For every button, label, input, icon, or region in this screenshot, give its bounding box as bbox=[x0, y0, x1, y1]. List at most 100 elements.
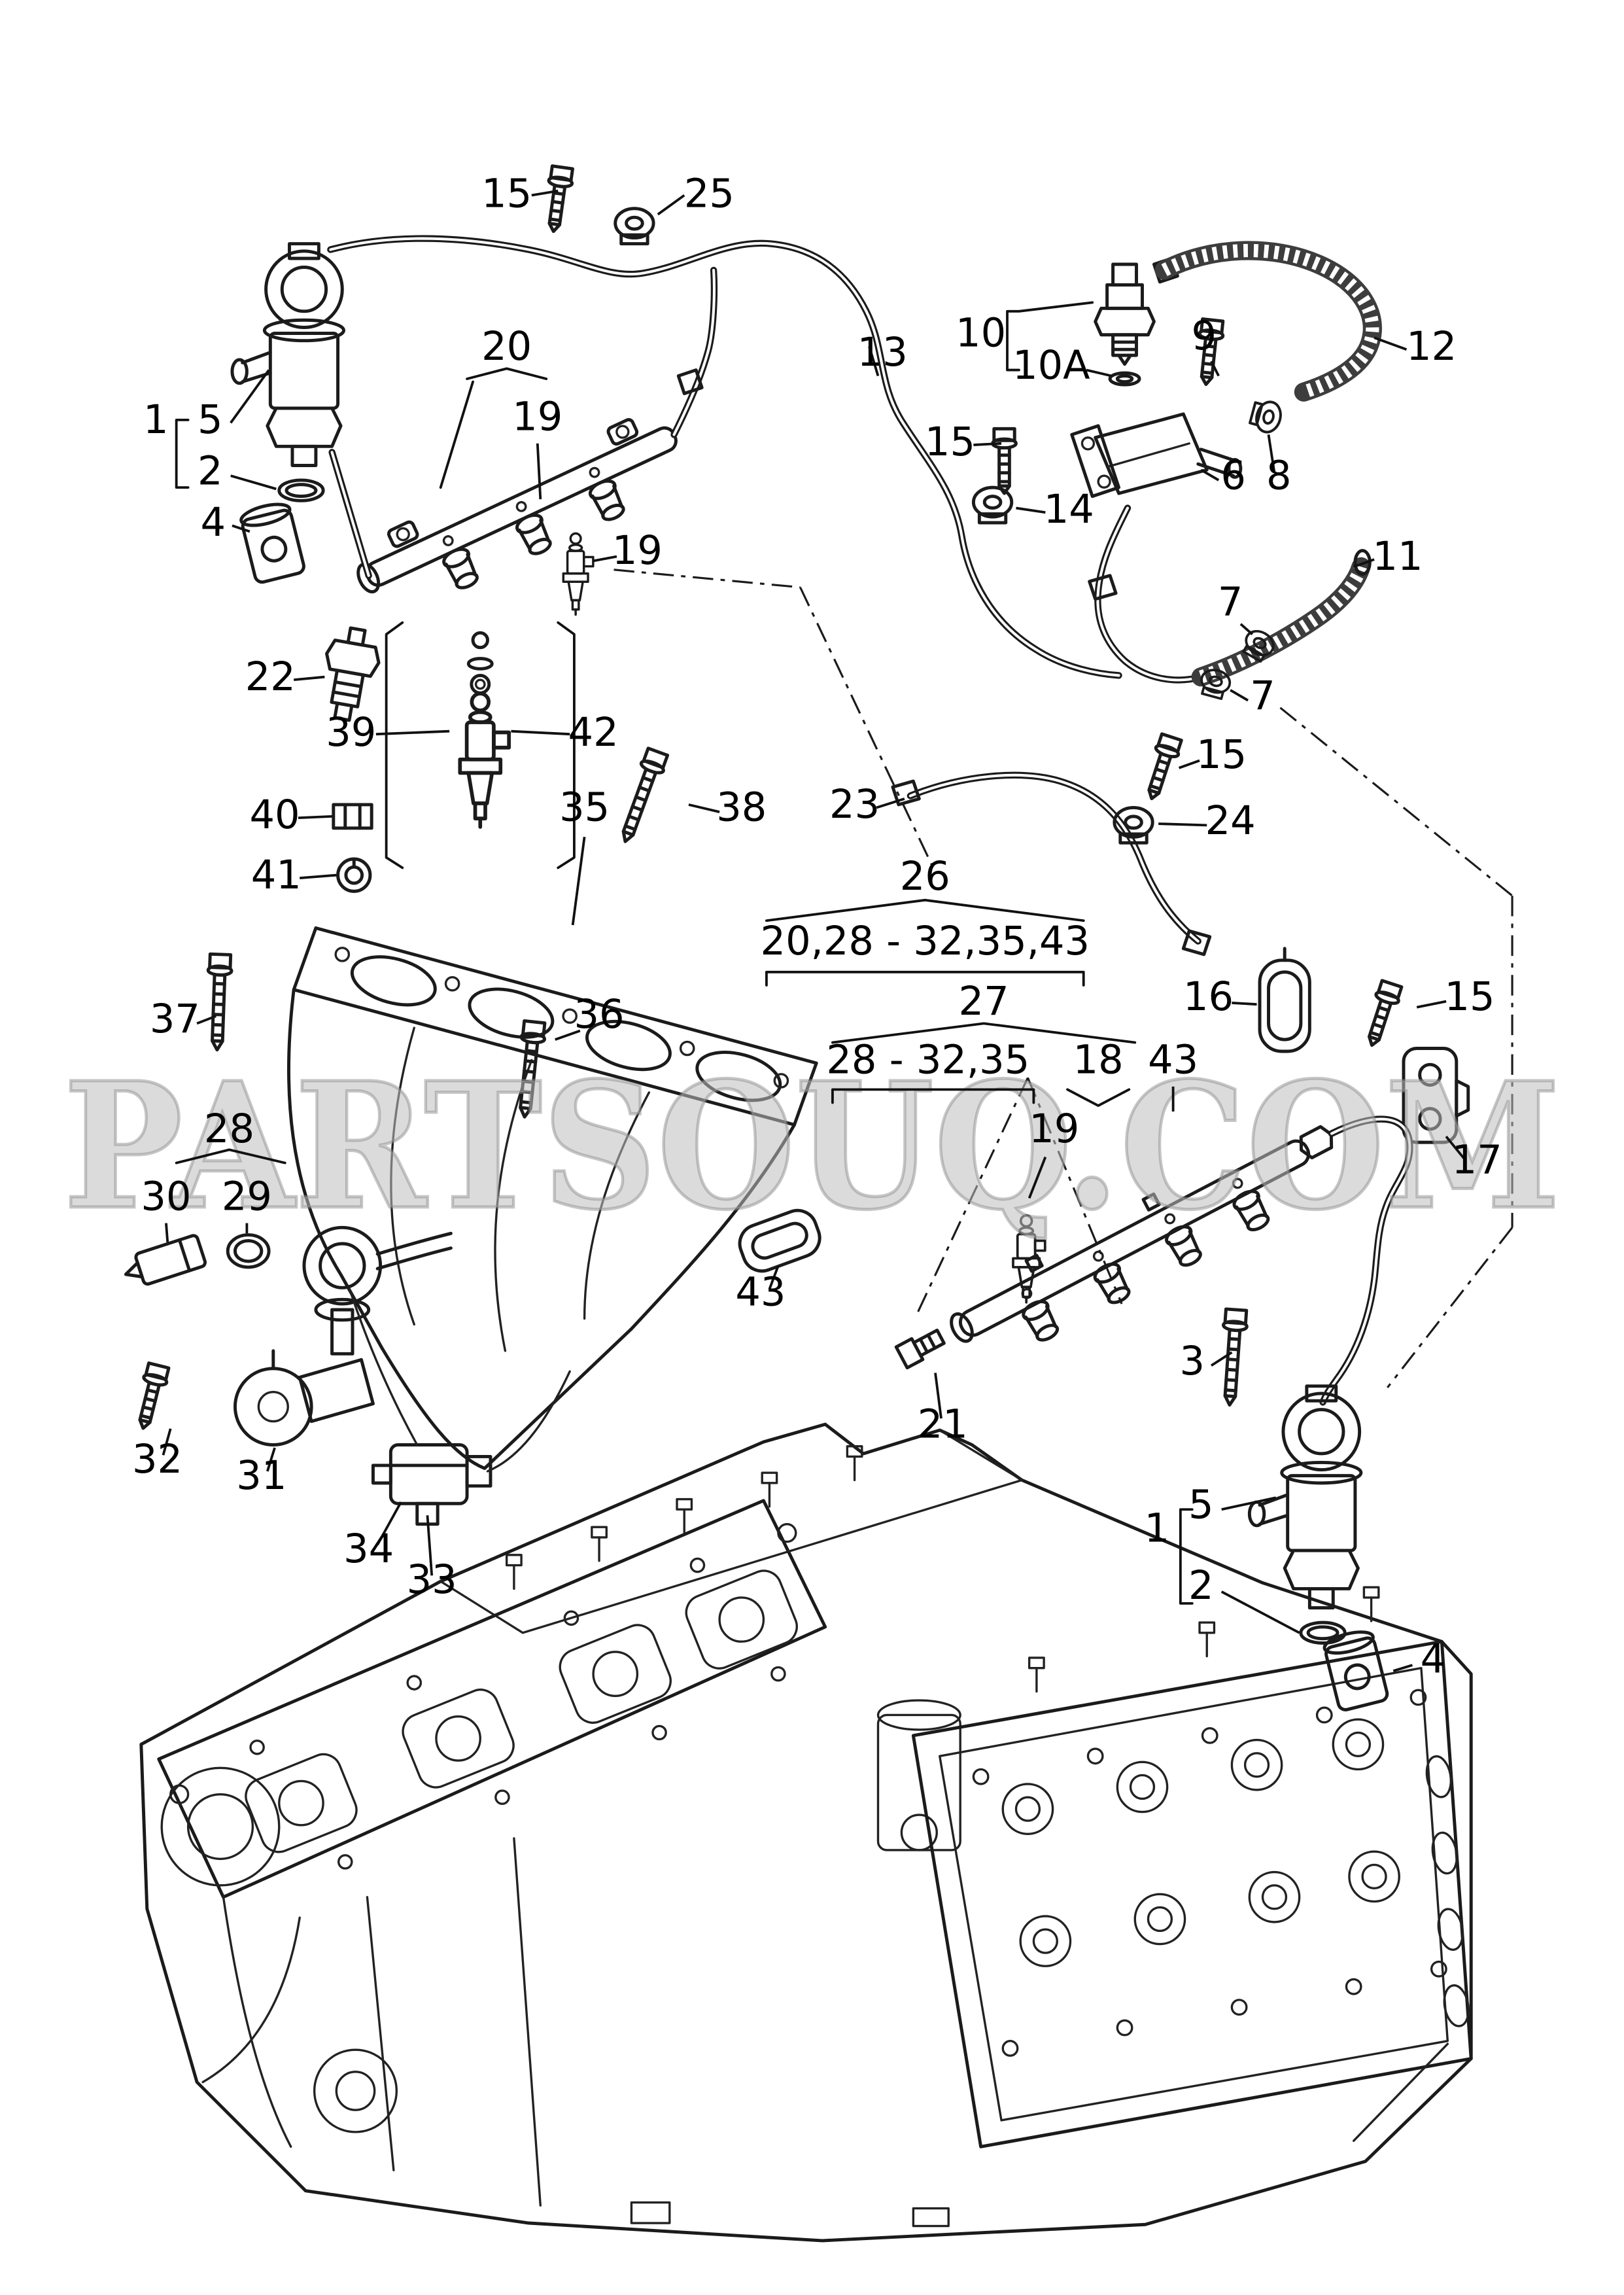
callout-19[interactable]: 19 bbox=[1029, 1106, 1079, 1152]
callout-31[interactable]: 31 bbox=[236, 1453, 286, 1499]
callout-16[interactable]: 16 bbox=[1183, 974, 1234, 1020]
callout-4[interactable]: 4 bbox=[1421, 1636, 1446, 1682]
vacuum-hose-a bbox=[348, 1288, 419, 1446]
bolt-21 bbox=[894, 1328, 946, 1370]
callout-4[interactable]: 4 bbox=[201, 500, 226, 546]
callout-5[interactable]: 5 bbox=[198, 397, 223, 443]
callout-26[interactable]: 26 bbox=[900, 854, 950, 900]
callout-15[interactable]: 15 bbox=[1196, 732, 1247, 778]
left-cylinder-head-face bbox=[157, 1499, 827, 1899]
screw-15-right bbox=[1360, 980, 1403, 1049]
callout-7[interactable]: 7 bbox=[1218, 579, 1243, 625]
sensor-10 bbox=[1094, 262, 1156, 366]
callout-35[interactable]: 35 bbox=[559, 785, 610, 831]
callout-6[interactable]: 6 bbox=[1220, 453, 1246, 499]
callout-3[interactable]: 3 bbox=[1180, 1339, 1205, 1384]
leader-line-38 bbox=[688, 803, 720, 814]
callout-5[interactable]: 5 bbox=[1188, 1482, 1214, 1528]
screw-37 bbox=[205, 954, 232, 1050]
leader-line-4 bbox=[1392, 1664, 1413, 1672]
callout-1[interactable]: 1 bbox=[143, 397, 169, 443]
callout-1[interactable]: 1 bbox=[1145, 1506, 1170, 1552]
callout-15[interactable]: 15 bbox=[925, 419, 975, 465]
callout-14[interactable]: 14 bbox=[1044, 487, 1094, 533]
leader-line-15 bbox=[1178, 759, 1200, 769]
screw-32 bbox=[131, 1363, 170, 1431]
watermark: PARTSOUQ.COM bbox=[63, 1045, 1561, 1248]
leader-line-42 bbox=[511, 729, 570, 736]
callout-7[interactable]: 7 bbox=[1250, 673, 1275, 719]
callout-34[interactable]: 34 bbox=[343, 1526, 394, 1572]
leader-line-16 bbox=[1232, 1002, 1257, 1006]
intake-manifold bbox=[286, 926, 818, 1470]
callout-10[interactable]: 10 bbox=[956, 311, 1006, 357]
leader-line-35 bbox=[571, 837, 586, 926]
callout-8[interactable]: 8 bbox=[1266, 453, 1292, 499]
callout-21[interactable]: 21 bbox=[918, 1401, 968, 1447]
leader-line-21 bbox=[934, 1373, 942, 1419]
callout-27[interactable]: 27 bbox=[959, 979, 1009, 1025]
valve-28 bbox=[302, 1225, 453, 1356]
solenoid-valve-33 bbox=[371, 1443, 492, 1526]
block-lower-details bbox=[201, 1837, 950, 2228]
injector-19-left bbox=[562, 532, 595, 616]
leader-line-23 bbox=[876, 797, 905, 809]
callout-30[interactable]: 30 bbox=[141, 1174, 191, 1219]
leader-line-7 bbox=[1230, 689, 1249, 702]
seal-10A bbox=[1108, 371, 1141, 387]
leader-line-25 bbox=[657, 194, 685, 216]
callout-33[interactable]: 33 bbox=[407, 1557, 457, 1603]
callout-28[interactable]: 28 bbox=[204, 1106, 254, 1152]
callout-37[interactable]: 37 bbox=[150, 996, 200, 1042]
callout-23[interactable]: 23 bbox=[829, 782, 880, 828]
callout-9[interactable]: 9 bbox=[1191, 313, 1217, 359]
callout-13[interactable]: 13 bbox=[857, 330, 908, 376]
leader-line-40 bbox=[298, 815, 332, 820]
leader-line-15 bbox=[973, 442, 1002, 446]
front-flange bbox=[160, 1766, 281, 1887]
callout-40[interactable]: 40 bbox=[250, 792, 300, 838]
fuel-line-23 bbox=[891, 771, 1212, 956]
callout-42[interactable]: 42 bbox=[568, 710, 619, 756]
gasket-43 bbox=[738, 1208, 821, 1273]
callout-36[interactable]: 36 bbox=[574, 992, 625, 1038]
callout-12[interactable]: 12 bbox=[1406, 324, 1457, 370]
callout-38[interactable]: 38 bbox=[716, 785, 767, 831]
callout-43[interactable]: 43 bbox=[735, 1269, 786, 1315]
callout-19[interactable]: 19 bbox=[512, 394, 562, 440]
left-cam-follower bbox=[239, 502, 305, 584]
callout-10A[interactable]: 10A bbox=[1012, 343, 1090, 389]
callout-15[interactable]: 15 bbox=[481, 171, 532, 217]
holder-17 bbox=[1402, 1047, 1470, 1144]
leader-line-32 bbox=[162, 1428, 172, 1456]
callout-11[interactable]: 11 bbox=[1372, 534, 1423, 580]
callout-19[interactable]: 19 bbox=[612, 528, 663, 574]
callout-18[interactable]: 18 bbox=[1073, 1038, 1124, 1083]
leader-line-10A bbox=[1086, 368, 1112, 377]
callout-29[interactable]: 29 bbox=[222, 1174, 272, 1219]
callout-15[interactable]: 15 bbox=[1444, 974, 1494, 1020]
callout-25[interactable]: 25 bbox=[684, 171, 734, 217]
callout-20-28-32-35-43[interactable]: 20,28 - 32,35,43 bbox=[761, 919, 1090, 964]
callout-17[interactable]: 17 bbox=[1452, 1137, 1502, 1183]
callout-32[interactable]: 32 bbox=[132, 1437, 182, 1482]
sensor-22 bbox=[325, 626, 381, 722]
callout-24[interactable]: 24 bbox=[1205, 798, 1256, 844]
leader-line-22 bbox=[294, 675, 325, 682]
callout-2[interactable]: 2 bbox=[1188, 1563, 1214, 1609]
clamp-14 bbox=[973, 487, 1011, 523]
callout-41[interactable]: 41 bbox=[251, 852, 302, 898]
callout-20[interactable]: 20 bbox=[481, 324, 532, 370]
callout-28-32-35[interactable]: 28 - 32,35 bbox=[826, 1038, 1029, 1083]
callout-22[interactable]: 22 bbox=[245, 654, 296, 700]
valley-deck bbox=[439, 1429, 1024, 1851]
left-fuel-rail bbox=[328, 266, 718, 593]
callout-43[interactable]: 43 bbox=[1148, 1038, 1198, 1083]
leader-line-43 bbox=[768, 1265, 780, 1290]
leader-line-11 bbox=[1353, 558, 1375, 569]
leader-line-13 bbox=[868, 346, 880, 377]
callout-39[interactable]: 39 bbox=[326, 710, 376, 756]
callout-2[interactable]: 2 bbox=[198, 449, 223, 495]
left-pump-o-ring bbox=[277, 478, 325, 502]
